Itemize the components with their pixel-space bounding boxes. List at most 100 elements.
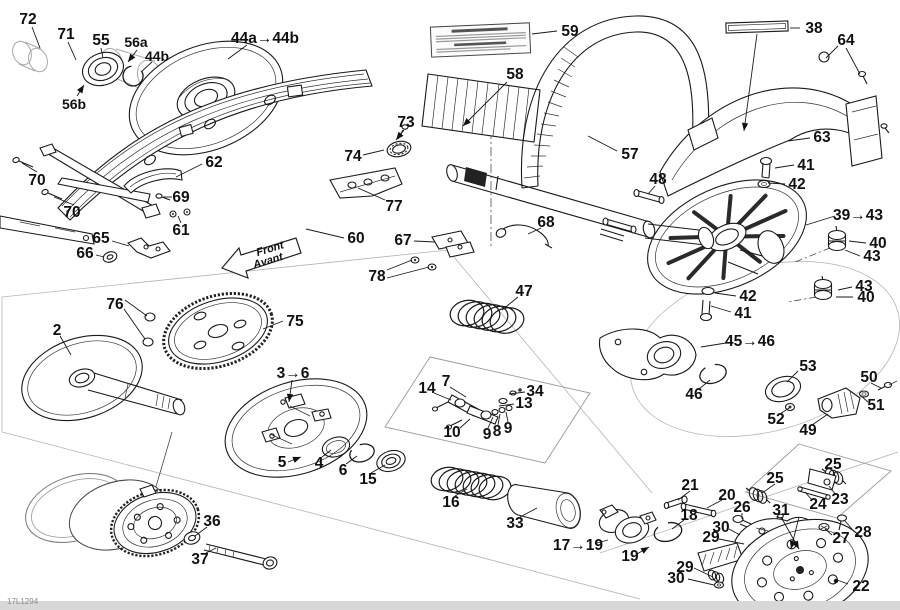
bearing-15 bbox=[376, 449, 406, 473]
leader-line bbox=[848, 240, 867, 244]
callout-label-43: 43 bbox=[863, 248, 881, 265]
callout-label-44a-44b: 44a→44b bbox=[231, 30, 299, 47]
callout-label-36: 36 bbox=[203, 513, 221, 530]
ring-53 bbox=[764, 375, 802, 403]
callout-label-46: 46 bbox=[685, 386, 703, 403]
warning-decal bbox=[429, 22, 532, 58]
shaft-collar bbox=[464, 167, 487, 187]
leader-line bbox=[587, 135, 618, 152]
callout-label-57: 57 bbox=[621, 146, 638, 163]
leader-line bbox=[767, 182, 786, 185]
leader-line bbox=[710, 305, 732, 313]
callout-label-29: 29 bbox=[676, 559, 694, 576]
callout-label-7: 7 bbox=[442, 373, 451, 390]
spacer-rods-48 bbox=[599, 188, 665, 242]
nut-27 bbox=[818, 522, 830, 532]
callout-label-41: 41 bbox=[797, 157, 815, 174]
leader-line bbox=[140, 61, 153, 73]
governor-cup-17-19 bbox=[598, 495, 785, 589]
screw-70b bbox=[41, 188, 63, 200]
leader-arrowhead bbox=[286, 393, 294, 402]
leader-line bbox=[811, 413, 829, 426]
leader-line bbox=[370, 464, 386, 474]
callout-label-18: 18 bbox=[680, 507, 698, 524]
bearing-55 bbox=[81, 51, 125, 87]
tensioner-49 bbox=[817, 387, 861, 419]
driven-pulley-39-43 bbox=[644, 156, 847, 322]
leader-line bbox=[805, 215, 836, 226]
callout-label-9: 9 bbox=[504, 420, 513, 437]
callout-label-25: 25 bbox=[766, 470, 784, 487]
callout-label-44b: 44b bbox=[145, 48, 169, 64]
callout-label-21: 21 bbox=[681, 477, 699, 494]
callout-label-53: 53 bbox=[799, 358, 817, 375]
leader-arrowhead bbox=[396, 131, 404, 140]
slider-strip-38 bbox=[725, 20, 789, 34]
callout-label-66: 66 bbox=[76, 245, 94, 262]
leader-line bbox=[177, 215, 182, 224]
callout-label-72: 72 bbox=[19, 11, 36, 28]
leader-line bbox=[194, 526, 208, 537]
leader-line bbox=[870, 382, 882, 389]
callout-label-23: 23 bbox=[831, 491, 849, 508]
leader-arrowhead bbox=[741, 122, 749, 131]
washer-30b bbox=[713, 581, 725, 589]
callout-label-42: 42 bbox=[788, 176, 805, 193]
leader-line bbox=[700, 342, 727, 348]
leader-line bbox=[31, 26, 41, 49]
callout-label-59: 59 bbox=[561, 23, 579, 40]
leader-line bbox=[687, 578, 715, 586]
brake-assembly-22 bbox=[697, 514, 869, 610]
callout-label-28: 28 bbox=[854, 524, 872, 541]
pad-62 bbox=[123, 168, 183, 194]
clip-68 bbox=[499, 224, 549, 247]
leader-line bbox=[321, 449, 332, 458]
callout-label-6: 6 bbox=[339, 462, 348, 479]
callout-label-15: 15 bbox=[359, 471, 377, 488]
callout-label-69: 69 bbox=[172, 189, 190, 206]
bearing-support-45-46 bbox=[598, 328, 898, 419]
leader-line bbox=[596, 539, 609, 544]
leader-line bbox=[825, 45, 839, 59]
leader-line bbox=[487, 416, 494, 429]
callout-label-58: 58 bbox=[506, 66, 524, 83]
jackshaft bbox=[446, 164, 665, 242]
leader-line bbox=[828, 485, 837, 496]
leader-line bbox=[508, 391, 526, 395]
leader-arrowhead bbox=[128, 53, 136, 62]
leader-line bbox=[459, 418, 471, 429]
leader-line bbox=[714, 292, 737, 297]
leader-line bbox=[413, 240, 436, 243]
spring-25a bbox=[745, 487, 771, 504]
callout-label-33: 33 bbox=[506, 515, 524, 532]
callout-label-64: 64 bbox=[837, 32, 855, 49]
callout-label-63: 63 bbox=[813, 129, 831, 146]
callout-label-61: 61 bbox=[172, 222, 190, 239]
callout-label-14: 14 bbox=[418, 380, 436, 397]
spring-47 bbox=[449, 299, 525, 334]
spring-16 bbox=[430, 466, 512, 501]
leader-line bbox=[386, 259, 413, 271]
rod-20 bbox=[682, 503, 715, 517]
leader-line bbox=[124, 299, 148, 317]
bracket-77 bbox=[329, 167, 403, 199]
callout-label-17-19: 17→19 bbox=[553, 537, 603, 554]
callout-label-43: 43 bbox=[855, 278, 873, 295]
leader-line bbox=[743, 33, 758, 132]
callout-label-5: 5 bbox=[278, 454, 287, 471]
leader-line bbox=[804, 491, 813, 501]
leader-line bbox=[205, 547, 217, 554]
callout-label-31: 31 bbox=[772, 502, 790, 519]
leader-arrowhead bbox=[789, 540, 797, 549]
callout-label-52: 52 bbox=[767, 411, 784, 428]
callout-label-9: 9 bbox=[483, 426, 492, 443]
sliding-sheave-3-6 bbox=[224, 378, 368, 478]
washer-51 bbox=[858, 390, 870, 398]
callout-label-25: 25 bbox=[824, 456, 842, 473]
callout-label-51: 51 bbox=[867, 397, 885, 414]
callout-label-29: 29 bbox=[702, 529, 720, 546]
leader-line bbox=[59, 335, 72, 356]
callout-label-37: 37 bbox=[191, 551, 208, 568]
leader-line bbox=[859, 394, 869, 403]
